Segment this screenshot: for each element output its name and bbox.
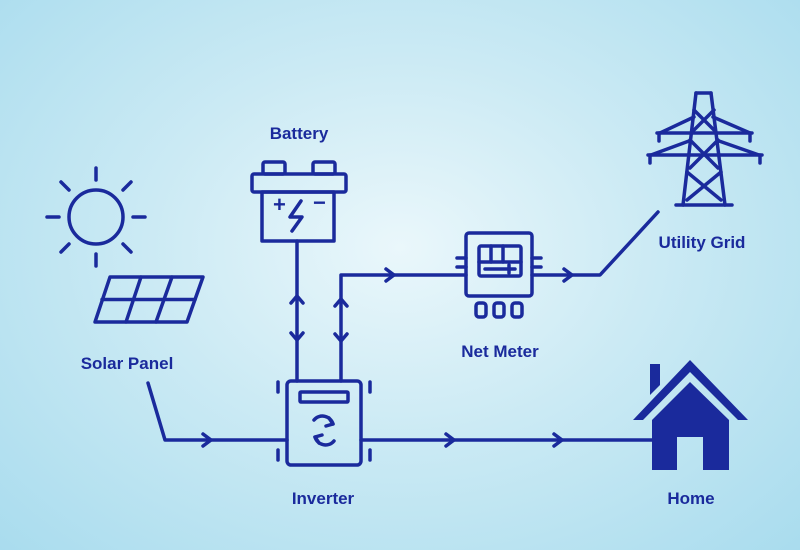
battery-minus-symbol: −: [313, 190, 326, 215]
solar-panel-icon: [93, 275, 205, 324]
net-meter-icon: [455, 231, 543, 319]
connection-lines: [146, 210, 660, 442]
battery-icon: [250, 160, 348, 243]
inverter-icon: [276, 379, 372, 467]
house-icon: [633, 360, 748, 470]
inverter-label: Inverter: [291, 489, 355, 508]
solar-panel-label: Solar Panel: [80, 354, 174, 373]
battery-label: Battery: [269, 124, 329, 143]
flow-arrows: [201, 267, 574, 448]
transmission-tower-icon: [646, 91, 764, 207]
sun-icon: [45, 166, 147, 268]
net-meter-label: Net Meter: [461, 342, 539, 361]
utility-grid-label: Utility Grid: [658, 233, 746, 252]
home-label: Home: [667, 489, 715, 508]
battery-plus-symbol: +: [273, 192, 286, 217]
